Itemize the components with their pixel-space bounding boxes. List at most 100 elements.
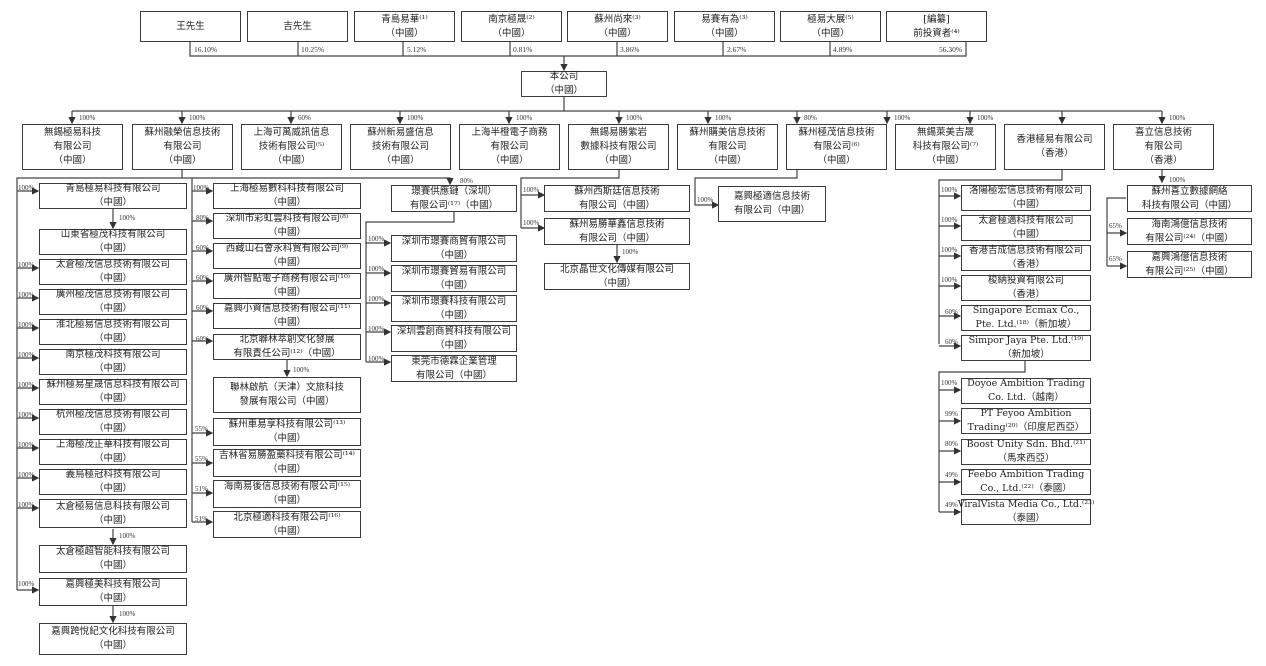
subsidiary-location: （中國） xyxy=(93,363,132,374)
subsidiary-name: 有限責任公司⁽¹²⁾（中國） xyxy=(233,348,341,359)
subsidiary-name: 義烏極冠科技有限公司 xyxy=(65,469,161,480)
subsidiary-location: （中國） xyxy=(708,155,747,166)
shareholding-pct: 100% xyxy=(368,265,385,273)
company-location: （中國） xyxy=(544,85,583,96)
subsidiary-location: （中國） xyxy=(267,317,306,328)
subsidiary-location: （中國） xyxy=(53,155,92,166)
subsidiary-box: 太倉極超智能科技有限公司（中國） xyxy=(39,545,187,573)
subsidiary-box: 無錫萊美吉晟科技有限公司⁽⁷⁾（中國） xyxy=(895,124,996,170)
shareholding-pct: 80% xyxy=(460,177,473,185)
subsidiary-location: （馬來西亞） xyxy=(997,453,1055,464)
subsidiary-box: 吉林省易勝盈藥科技有限公司⁽¹⁴⁾（中國） xyxy=(213,449,361,477)
shareholder-location: （中國） xyxy=(492,27,531,39)
subsidiary-name: PT Feyoo Ambition xyxy=(980,408,1072,419)
subsidiary-name: 嘉興極美科技有限公司 xyxy=(65,579,161,590)
subsidiary-box: 上海可萬威訊信息技術有限公司⁽⁵⁾（中國） xyxy=(241,124,342,170)
subsidiary-box: 北京聯林萃創文化發展有限責任公司⁽¹²⁾（中國） xyxy=(213,334,361,360)
subsidiary-name: 吉林省易勝盈藥科技有限公司⁽¹⁴⁾ xyxy=(219,450,355,461)
shareholder-location: （中國） xyxy=(705,27,744,39)
subsidiary-location: （中國） xyxy=(93,243,132,254)
shareholder-name: 王先生 xyxy=(176,20,205,32)
subsidiary-name: 深圳市璟賽商貿有限公司 xyxy=(401,235,507,247)
shareholder-box: 青島易華⁽¹⁾（中國） xyxy=(354,11,455,42)
shareholding-pct: 65% xyxy=(1109,222,1122,230)
shareholder-name: 易賽有為⁽³⁾ xyxy=(701,13,748,25)
subsidiary-name: 深圳市彩虹雲科技有限公司⁽⁸⁾ xyxy=(225,213,349,224)
subsidiary-name: 海南鴻億信息技術 xyxy=(1151,218,1228,230)
shareholding-pct: 100% xyxy=(18,261,35,269)
shareholding-pct: 60% xyxy=(196,304,209,312)
subsidiary-box: 深圳市璟賽科技有限公司（中國） xyxy=(391,295,517,322)
subsidiary-box: 上海半橙電子商務有限公司（中國） xyxy=(459,124,560,170)
subsidiary-location: （中國） xyxy=(381,155,420,166)
subsidiary-name: 科技有限公司⁽⁷⁾ xyxy=(912,141,979,152)
subsidiary-box: 蘇州極易星晟信息科技有限公司（中國） xyxy=(39,379,187,405)
shareholding-pct: 65% xyxy=(1109,255,1122,263)
subsidiary-name: 有限公司⁽⁶⁾ xyxy=(813,141,860,152)
subsidiary-name: 上海可萬威訊信息 xyxy=(253,127,330,138)
shareholder-name: 極易大展⁽⁵⁾ xyxy=(807,13,854,25)
subsidiary-name: 西藏山石會永科貿有限公司⁽⁹⁾ xyxy=(225,243,349,254)
shareholding-pct: 100% xyxy=(523,186,540,194)
subsidiary-box: 太倉極邁科技有限公司（中國） xyxy=(961,215,1091,241)
subsidiary-name: 有限公司⁽²⁵⁾（中國） xyxy=(1145,265,1234,277)
shareholding-pct: 100% xyxy=(293,366,310,374)
shareholder-box: 蘇州尚來⁽³⁾（中國） xyxy=(567,11,668,42)
subsidiary-location: （泰國） xyxy=(1006,513,1045,524)
shareholding-pct: 5.12% xyxy=(407,45,427,54)
subsidiary-name: 有限公司 xyxy=(163,141,202,152)
subsidiary-location: （中國） xyxy=(434,249,473,261)
subsidiary-location: （中國） xyxy=(926,155,965,166)
subsidiary-location: （中國） xyxy=(272,155,311,166)
subsidiary-box: 蘇州西斯廷信息技術有限公司（中國） xyxy=(544,185,690,212)
subsidiary-box: 蘇州喜立數據網絡科技有限公司（中國） xyxy=(1127,185,1252,212)
subsidiary-location: （中國） xyxy=(267,495,306,506)
subsidiary-box: 義烏極冠科技有限公司（中國） xyxy=(39,469,187,495)
subsidiary-location: （中國） xyxy=(434,309,473,321)
shareholding-pct: 100% xyxy=(18,471,35,479)
subsidiary-box: 蘇州購美信息技術有限公司（中國） xyxy=(677,124,778,170)
subsidiary-name: Co. Ltd.（越南） xyxy=(987,392,1065,403)
subsidiary-box: 無錫易勝紫岩數據科技有限公司（中國） xyxy=(568,124,669,170)
subsidiary-name: 有限公司 xyxy=(53,141,92,152)
shareholding-pct: 4.89% xyxy=(833,45,853,54)
subsidiary-name: 發展有限公司（中國） xyxy=(239,396,335,407)
shareholder-location: （中國） xyxy=(598,27,637,39)
shareholding-pct: 100% xyxy=(18,184,35,192)
shareholding-pct: 100% xyxy=(941,216,958,224)
subsidiary-name: 有限公司 xyxy=(490,141,529,152)
subsidiary-location: （中國） xyxy=(1006,229,1045,240)
company-box: 本公司（中國） xyxy=(521,71,607,97)
shareholding-pct: 100% xyxy=(622,248,639,256)
subsidiary-name: 梭納投資有限公司 xyxy=(987,275,1064,286)
shareholding-pct: 100% xyxy=(368,295,385,303)
shareholding-pct: 99% xyxy=(945,410,958,418)
subsidiary-name: Boost Unity Sdn. Bhd.⁽²¹⁾ xyxy=(966,439,1086,450)
subsidiary-name: 聯林啟航（天津）文旅科技 xyxy=(229,382,344,393)
subsidiary-name: 廣州極茂信息技術有限公司 xyxy=(55,289,170,300)
shareholding-pct: 100% xyxy=(1169,176,1186,184)
subsidiary-box: 香港吉成信息技術有限公司（香港） xyxy=(961,245,1091,271)
shareholder-box: 南京極晟⁽²⁾（中國） xyxy=(461,11,562,42)
subsidiary-location: （香港） xyxy=(1144,155,1183,166)
shareholding-pct: 49% xyxy=(945,501,958,509)
subsidiary-name: 北京晶世文化傳媒有限公司 xyxy=(559,263,674,275)
subsidiary-name: 上海極易數科科技有限公司 xyxy=(229,183,344,194)
shareholder-name: [編纂] xyxy=(923,13,950,25)
shareholding-pct: 10.25% xyxy=(301,45,325,54)
subsidiary-location: （中國） xyxy=(434,279,473,291)
shareholding-pct: 100% xyxy=(368,235,385,243)
subsidiary-box: 北京晶世文化傳媒有限公司（中國） xyxy=(544,263,690,290)
subsidiary-box: 蘇州車易享科技有限公司⁽¹³⁾（中國） xyxy=(213,418,361,446)
subsidiary-name: 蘇州極易星晟信息科技有限公司 xyxy=(46,379,180,390)
subsidiary-name: 山東省極茂科技有限公司 xyxy=(60,229,166,240)
shareholding-pct: 100% xyxy=(626,114,643,122)
subsidiary-name: 青島極易科技有限公司 xyxy=(65,183,161,194)
subsidiary-box: 杭州極茂信息技術有限公司（中國） xyxy=(39,409,187,435)
shareholding-pct: 100% xyxy=(79,114,96,122)
subsidiary-box: 太倉極易信息科技有限公司（中國） xyxy=(39,499,187,528)
subsidiary-name: 有限公司 xyxy=(1144,141,1183,152)
subsidiary-location: （中國） xyxy=(93,560,132,571)
